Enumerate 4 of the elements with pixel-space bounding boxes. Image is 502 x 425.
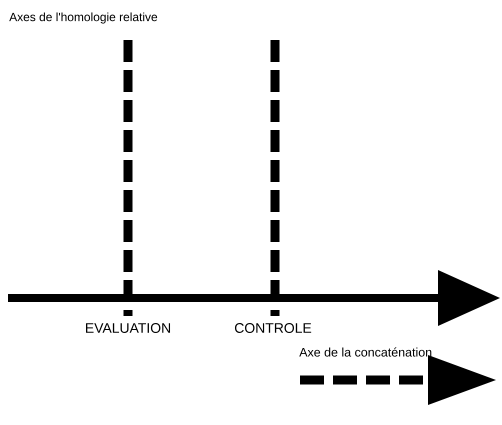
axis-label: CONTROLE	[234, 323, 312, 333]
axis-caption: Axes de l'homologie relative	[9, 12, 158, 24]
axis-label: EVALUATION	[86, 323, 170, 333]
axis-caption: Axe de la concaténation	[299, 347, 432, 357]
